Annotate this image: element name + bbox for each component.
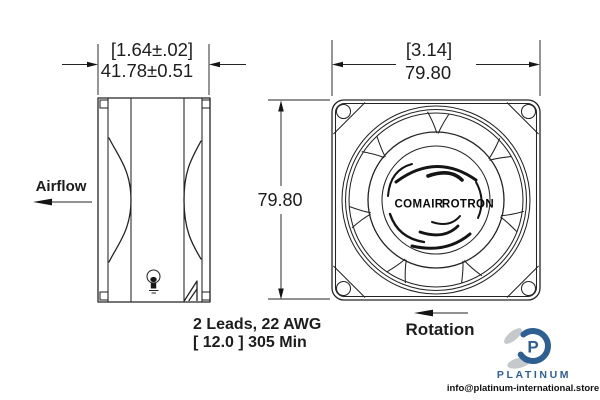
mounting-hole-icon [520, 280, 537, 297]
venturi-rings [341, 105, 531, 295]
dim-front-height: 79.80 [257, 99, 330, 300]
rotation-callout: Rotation [406, 309, 475, 339]
blade-gap [461, 260, 483, 284]
hub-inner-circle [381, 145, 491, 255]
dim-height-extension-lines [268, 99, 330, 300]
leads-note-line2: [ 12.0 ] 305 Min [193, 334, 307, 351]
front-view-housing-outline [331, 99, 541, 301]
dim-arrow-left-icon [87, 61, 98, 68]
terminal-icon [146, 269, 161, 294]
airflow-callout: Airflow [33, 178, 92, 206]
front-view-housing-inner [334, 102, 538, 298]
corner-webs [333, 102, 539, 298]
platinum-watermark: P PLATINUM info@platinum-international.s… [447, 328, 599, 394]
blade-gap [349, 205, 371, 229]
side-view-venturi-right [183, 140, 202, 260]
airflow-arrow-icon [33, 198, 92, 206]
platinum-logo-icon: P [504, 328, 551, 369]
dim-arrow-right-icon [209, 61, 220, 68]
blade-gap [500, 210, 525, 233]
hub-brand-right: ROTRON [442, 199, 494, 211]
fan-blades [349, 111, 525, 284]
platinum-brand-label: PLATINUM [497, 369, 571, 381]
front-width-mm-dim: 79.80 [405, 62, 451, 83]
dim-side-extension-lines [97, 44, 210, 95]
front-height-mm-dim: 79.80 [257, 190, 302, 210]
front-width-inch-dim: [3.14] [406, 39, 452, 60]
dim-arrow-left-icon [332, 61, 343, 68]
dim-front-extension-lines [331, 40, 541, 96]
dim-front-width: [3.14] 79.80 [331, 39, 541, 96]
blade-gap [427, 111, 450, 134]
mounting-hole-icon [335, 280, 352, 297]
rotation-label: Rotation [406, 320, 475, 339]
side-width-inch-dim: [1.64±.02] [111, 39, 193, 60]
airflow-label: Airflow [36, 178, 87, 195]
dim-side-width: [1.64±.02] 41.78±0.51 [62, 39, 246, 95]
blade-gap [361, 136, 386, 159]
side-view [97, 97, 211, 303]
platinum-email-label: info@platinum-international.store [447, 383, 599, 394]
hub-brand-left: COMAIR [394, 199, 443, 211]
leads-note: 2 Leads, 22 AWG [ 12.0 ] 305 Min [193, 316, 321, 351]
blade-gap [488, 138, 512, 161]
side-view-flange-lines [107, 98, 203, 302]
mounting-hole-icon [335, 103, 352, 120]
side-view-corner-tabs [99, 99, 211, 301]
side-width-mm-dim: 41.78±0.51 [101, 60, 193, 81]
side-view-venturi-left [108, 137, 132, 263]
leads-note-line1: 2 Leads, 22 AWG [193, 316, 321, 333]
hub-swirl-logo: COMAIR ROTRON [387, 163, 494, 250]
platinum-logo-letter: P [527, 338, 538, 357]
front-view: COMAIR ROTRON [331, 99, 541, 301]
side-view-housing-outline [97, 97, 211, 303]
mounting-hole-icon [520, 103, 537, 120]
lead-exit-icon [183, 280, 198, 302]
dim-arrow-down-icon [278, 288, 284, 300]
rotation-arrow-icon [414, 309, 468, 317]
mounting-holes [335, 103, 537, 297]
blade-gap [386, 258, 407, 284]
dim-arrow-up-icon [278, 100, 284, 112]
dim-arrow-right-icon [529, 61, 540, 68]
